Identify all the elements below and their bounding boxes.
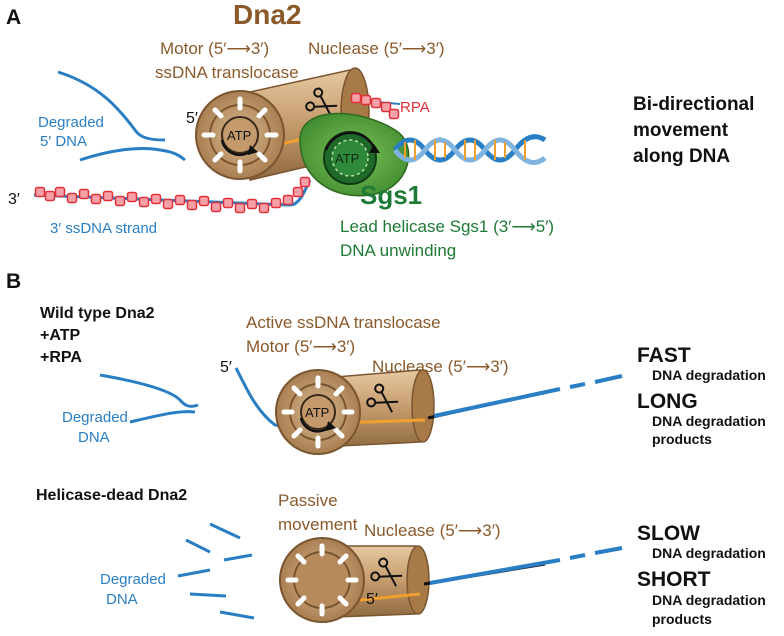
dna-wt-dash1 (569, 382, 586, 389)
degraded-5-line2: 5′ DNA (40, 133, 87, 150)
bidir-line2: movement (633, 120, 729, 141)
degraded-strand-a2 (79, 147, 186, 162)
motor-wheel-a (195, 90, 285, 180)
short-label: SHORT (637, 568, 711, 591)
unwinding-label: DNA unwinding (340, 241, 456, 260)
wt-line1: Wild type Dna2 (40, 305, 155, 322)
degraded-strand-wt2 (129, 410, 196, 424)
ssdna-wt-entry (234, 367, 306, 430)
slow-label: SLOW (637, 522, 700, 545)
sgs1-title: Sgs1 (360, 180, 422, 210)
five-prime-a: 5′ (186, 110, 198, 127)
dna-hd-dash2 (594, 546, 623, 555)
lead-helicase-label: Lead helicase Sgs1 (3′⟶5′) (340, 217, 554, 236)
wt-line2: +ATP (40, 327, 80, 344)
nuclease-hd-label: Nuclease (5′⟶3′) (364, 521, 501, 540)
scissors-icon (305, 87, 338, 117)
motor-label: Motor (5′⟶3′) (160, 39, 269, 58)
degraded-5-line1: Degraded (38, 114, 104, 131)
dna2-title: Dna2 (233, 0, 301, 30)
passive-line2: movement (278, 515, 358, 534)
motor-wheel-wt (275, 369, 361, 455)
wt-line3: +RPA (40, 349, 82, 366)
five-prime-wt: 5′ (220, 359, 232, 376)
dna-wt-dash2 (594, 374, 623, 384)
panel-b-label: B (6, 270, 21, 293)
degraded-hd-line1: Degraded (100, 571, 166, 588)
passive-line1: Passive (278, 491, 338, 510)
short-sub1: DNA degradation (652, 592, 766, 608)
active-translocase-label: Active ssDNA translocase (246, 313, 441, 332)
degraded-wt-line2: DNA (78, 429, 110, 446)
ssdna-strand-label: 3′ ssDNA strand (50, 220, 157, 237)
bidir-line3: along DNA (633, 146, 730, 167)
degraded-wt-line1: Degraded (62, 409, 128, 426)
motor-wheel-hd (279, 537, 365, 623)
nuclease-label: Nuclease (5′⟶3′) (308, 39, 445, 58)
five-prime-hd: 5′ (366, 591, 378, 608)
degraded-hd-line2: DNA (106, 591, 138, 608)
dna-hd-line (429, 558, 561, 585)
sgs1-helicase (299, 112, 410, 197)
dna-hd-dash1 (569, 553, 586, 560)
long-sub1: DNA degradation (652, 413, 766, 429)
rpa-cluster-3prime (34, 176, 311, 214)
atp-motor-a: ATP (227, 128, 251, 143)
dsdna-helix (393, 134, 547, 165)
atp-wt: ATP (305, 405, 329, 420)
hd-title: Helicase-dead Dna2 (36, 487, 187, 504)
panel-a-label: A (6, 6, 21, 29)
scissors-icon-hd (370, 557, 403, 587)
short-sub2: products (652, 611, 712, 627)
degraded-strand-a1 (57, 70, 166, 142)
long-label: LONG (637, 390, 698, 413)
scissors-icon-wt (366, 383, 399, 413)
slow-sub: DNA degradation (652, 545, 766, 561)
fast-label: FAST (637, 344, 691, 367)
rpa-label: RPA (400, 99, 430, 116)
degraded-fragments-hd (177, 522, 255, 620)
active-motor-label: Motor (5′⟶3′) (246, 337, 355, 356)
three-prime-a: 3′ (8, 191, 20, 208)
long-sub2: products (652, 431, 712, 447)
bidir-line1: Bi-directional (633, 94, 754, 115)
translocase-label: ssDNA translocase (155, 63, 299, 82)
fast-sub: DNA degradation (652, 367, 766, 383)
atp-sgs1: ATP (335, 151, 359, 166)
degraded-strand-wt1 (99, 373, 199, 408)
dna-wt-line (433, 387, 561, 418)
